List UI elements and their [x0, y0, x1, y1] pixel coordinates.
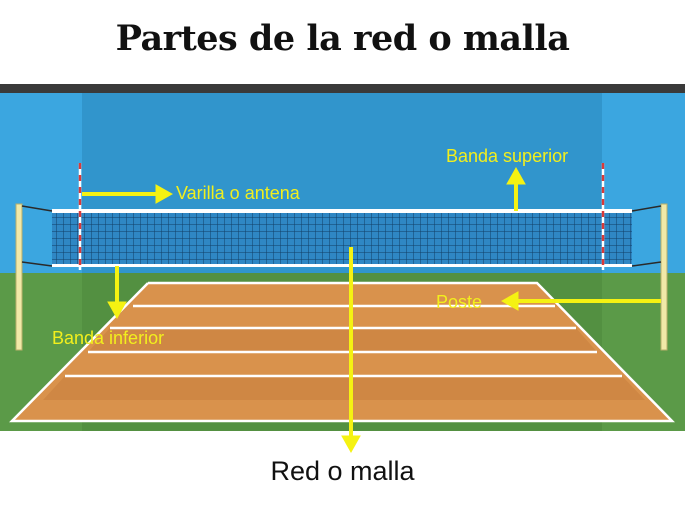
label-post: Poste — [436, 292, 483, 312]
label-antenna: Varilla o antena — [176, 183, 300, 203]
arrow-top-band — [506, 166, 526, 211]
left-lower-cable — [21, 261, 53, 267]
top-bar — [0, 84, 685, 93]
net-mesh — [52, 211, 632, 266]
arrow-antenna — [82, 184, 174, 204]
right-post — [660, 203, 668, 351]
page-title: Partes de la red o malla — [115, 18, 570, 59]
left-cable — [21, 205, 53, 212]
arrow-net — [341, 247, 361, 454]
right-lower-cable — [631, 261, 662, 267]
label-top-band: Banda superior — [446, 146, 569, 166]
left-post — [15, 203, 23, 351]
court-boundary — [9, 281, 675, 423]
arrow-post — [500, 291, 661, 311]
arrow-bottom-band — [107, 266, 127, 320]
caption: Red o malla — [270, 456, 415, 486]
top-band — [52, 209, 632, 213]
label-bottom-band: Banda inferior — [52, 328, 165, 348]
bottom-band — [52, 264, 632, 267]
court-stripe-2 — [43, 376, 645, 400]
right-cable — [631, 205, 662, 212]
court-stripe-1 — [88, 328, 597, 352]
